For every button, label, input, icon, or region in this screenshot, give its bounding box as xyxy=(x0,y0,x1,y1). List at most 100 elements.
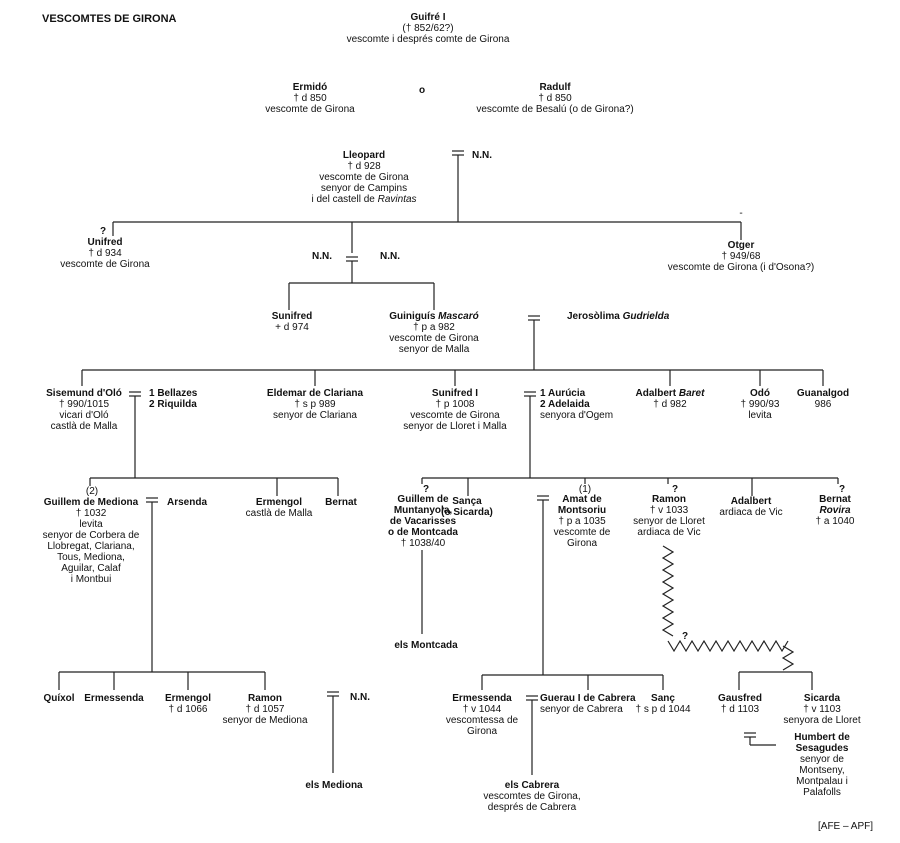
person-detail: vescomte i després comte de Girona xyxy=(346,34,510,45)
person-detail: † 990/93 xyxy=(740,399,780,410)
person-detail: 986 xyxy=(814,399,832,410)
person-detail: vescomte de Girona xyxy=(389,333,479,344)
person-detail: levita xyxy=(79,519,103,530)
person-detail: i Montbui xyxy=(70,574,112,585)
person-detail: Aguilar, Calaf xyxy=(61,563,121,574)
person-nn1: N.N. xyxy=(472,150,492,161)
person-sunifred-a: Sunifred+ d 974 xyxy=(272,311,313,333)
person-detail: Tous, Mediona, xyxy=(57,552,125,563)
person-detail: Montpalau i xyxy=(796,776,848,787)
uncertain-mark: ? xyxy=(99,226,107,237)
person-ermessenda-a: Ermessenda xyxy=(84,693,143,704)
person-name: Unifred xyxy=(87,237,123,248)
person-bernat-a: Bernat xyxy=(325,497,357,508)
person-detail: † d 934 xyxy=(88,248,122,259)
person-name: Guillem de Mediona xyxy=(43,497,139,508)
person-detail: † 1038/40 xyxy=(400,538,446,549)
person-name: Adalbert xyxy=(730,496,772,507)
person-detail: Llobregat, Clariana, xyxy=(47,541,135,552)
person-detail: † v 1044 xyxy=(462,704,502,715)
person-name: Eldemar de Clariana xyxy=(266,388,364,399)
person-detail: ardiaca de Vic xyxy=(637,527,701,538)
person-name: els Cabrera xyxy=(504,780,560,791)
person-name: Odó xyxy=(750,388,770,399)
person-detail: † d 1103 xyxy=(720,704,760,715)
person-name: Gausfred xyxy=(718,693,762,704)
person-detail: † 1032 xyxy=(75,508,107,519)
person-name: Guanalgod xyxy=(796,388,850,399)
dash-mark: - xyxy=(739,208,743,219)
person-detail: + d 974 xyxy=(275,322,309,333)
person-name: Guerau I de Cabrera xyxy=(540,693,636,704)
person-name: Ramon xyxy=(248,693,282,704)
person-detail: vescomte de Girona (i d'Osona?) xyxy=(667,262,815,273)
person-name: Guifré I xyxy=(410,12,446,23)
person-detail: † a 1040 xyxy=(815,516,855,527)
or-connector: o xyxy=(418,85,426,96)
person-detail: castlà de Malla xyxy=(245,508,313,519)
person-name: Sunifred xyxy=(271,311,313,322)
person-name: Sunifred I xyxy=(431,388,479,399)
person-adalbert-b: Adalbert Baret† d 982 xyxy=(636,388,705,410)
person-detail: † d 1066 xyxy=(168,704,208,715)
person-name: Radulf xyxy=(539,82,571,93)
person-detail: senyor de Cabrera xyxy=(540,704,623,715)
person-name: els Montcada xyxy=(394,640,458,651)
person-detail: levita xyxy=(748,410,772,421)
person-detail: vescomte de Girona xyxy=(410,410,500,421)
person-name: Jerosòlima Gudrielda xyxy=(567,311,670,322)
person-detail: vescomte de Girona xyxy=(265,104,355,115)
person-nn3: N.N. xyxy=(380,251,400,262)
person-name: Adalbert Baret xyxy=(635,388,705,399)
person-detail: senyor de Mediona xyxy=(222,715,308,726)
person-detail: † v 1033 xyxy=(649,505,689,516)
person-name: Lleopard xyxy=(342,150,386,161)
person-detail: senyor de Lloret xyxy=(633,516,705,527)
person-detail: vescomte de Besalú (o de Girona?) xyxy=(476,104,634,115)
credit-note: [AFE – APF] xyxy=(818,821,874,832)
person-name: Quíxol xyxy=(43,693,75,704)
person-name: Arsenda xyxy=(167,497,208,508)
person-detail: ardiaca de Vic xyxy=(719,507,783,518)
person-detail: † s p 989 xyxy=(294,399,336,410)
person-detail: senyor de Clariana xyxy=(273,410,357,421)
person-name: els Mediona xyxy=(305,780,363,791)
uncertain-mark: ? xyxy=(422,484,430,495)
person-name: Otger xyxy=(727,240,755,251)
person-detail: vescomtessa de xyxy=(445,715,519,726)
person-name: Ramon xyxy=(652,494,686,505)
person-detail: † d 850 xyxy=(293,93,327,104)
person-name: N.N. xyxy=(380,251,400,262)
person-detail: Palafolls xyxy=(803,787,841,798)
person-detail: després de Cabrera xyxy=(487,802,577,813)
marriage-number-mark: (2) xyxy=(85,486,99,497)
person-detail: † d 928 xyxy=(347,161,381,172)
person-detail: † d 1057 xyxy=(245,704,285,715)
person-name: N.N. xyxy=(472,150,492,161)
person-detail: Girona xyxy=(466,726,498,737)
person-name: Ermengol xyxy=(255,497,303,508)
person-detail: † 949/68 xyxy=(721,251,761,262)
person-detail: † d 850 xyxy=(538,93,572,104)
person-name: Sisemund d'Oló xyxy=(46,388,122,399)
